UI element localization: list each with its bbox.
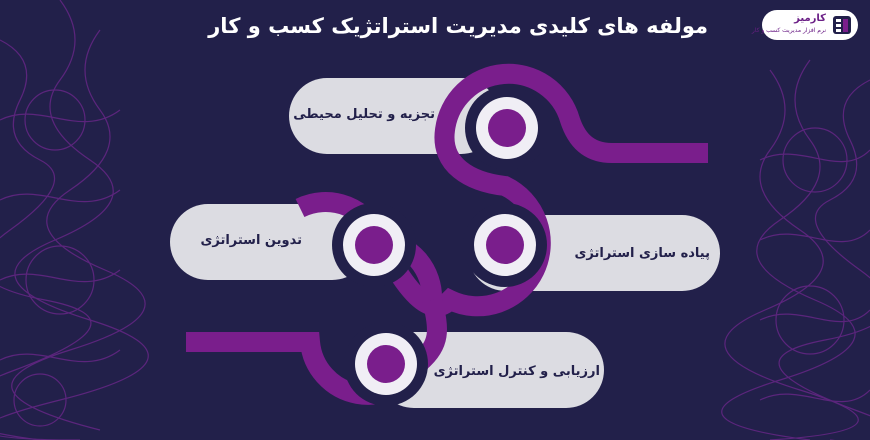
brand-tagline: نرم افزار مدیریت کسب و کار bbox=[751, 27, 826, 34]
step-4-label: ارزیابی و کنترل استراتژی bbox=[433, 364, 600, 379]
brand-logo: کارمیز نرم افزار مدیریت کسب و کار bbox=[752, 10, 858, 40]
brand-name: کارمیز bbox=[794, 13, 826, 24]
film-strip-logo-icon bbox=[833, 16, 851, 34]
step-3-label: پیاده سازی استراتژی bbox=[574, 246, 710, 261]
right-pattern bbox=[721, 59, 870, 440]
step-4-marker bbox=[344, 322, 428, 406]
page-title: مولفه های کلیدی مدیریت استراتژیک کسب و ک… bbox=[208, 14, 708, 38]
step-1-marker bbox=[465, 86, 549, 170]
step-2-label: تدوین استراتژی bbox=[200, 233, 302, 248]
step-2-pill bbox=[170, 204, 370, 280]
step-2-marker bbox=[332, 203, 416, 287]
left-pattern bbox=[0, 0, 149, 440]
step-3-marker bbox=[463, 203, 547, 287]
step-1-label: تجزیه و تحلیل محیطی bbox=[293, 107, 435, 122]
